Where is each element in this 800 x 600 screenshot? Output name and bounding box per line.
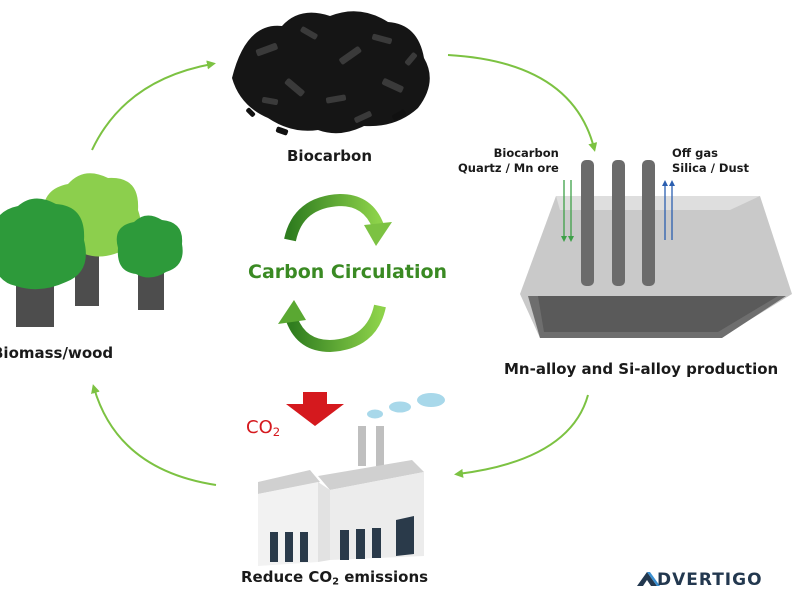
factory-icon xyxy=(258,426,424,566)
input-line-quartz: Quartz / Mn ore xyxy=(458,161,559,175)
reduce-prefix: Reduce CO xyxy=(241,568,333,586)
biocarbon-pile-icon xyxy=(232,11,430,136)
arrow-furnace-to-factory xyxy=(454,394,589,478)
recycle-arrows-icon xyxy=(278,193,392,353)
input-line-biocarbon: Biocarbon xyxy=(493,146,559,160)
cycle-arrows xyxy=(91,54,598,486)
reduce-co2-label: Reduce CO2 emissions xyxy=(241,568,428,587)
reduce-suffix: emissions xyxy=(338,568,429,586)
reduce-subscript: 2 xyxy=(332,576,339,588)
co2-subscript: 2 xyxy=(272,424,281,439)
watermark-text: DVERTIGO xyxy=(657,570,763,590)
trees-icon xyxy=(0,173,183,327)
furnace-inputs-label: Biocarbon Quartz / Mn ore xyxy=(458,146,559,176)
biomass-label: Biomass/wood xyxy=(0,344,114,362)
furnace-icon xyxy=(520,160,792,338)
output-line-silica: Silica / Dust xyxy=(672,161,749,175)
carbon-circulation-label: Carbon Circulation xyxy=(248,261,448,283)
output-line-offgas: Off gas xyxy=(672,146,718,160)
arrow-biocarbon-to-furnace xyxy=(447,54,598,152)
arrow-factory-to-biomass xyxy=(91,384,217,486)
furnace-outputs-label: Off gas Silica / Dust xyxy=(672,146,749,176)
co2-down-arrow-icon xyxy=(286,392,344,426)
co2-prefix: CO xyxy=(246,417,273,438)
mn-alloy-label: Mn-alloy and Si-alloy production xyxy=(504,360,779,378)
arrow-biomass-to-biocarbon xyxy=(91,60,216,151)
smoke-icon xyxy=(367,393,445,419)
co2-label: CO2 xyxy=(246,417,280,439)
biocarbon-label: Biocarbon xyxy=(287,147,373,165)
advertigo-logo-icon xyxy=(637,572,660,586)
